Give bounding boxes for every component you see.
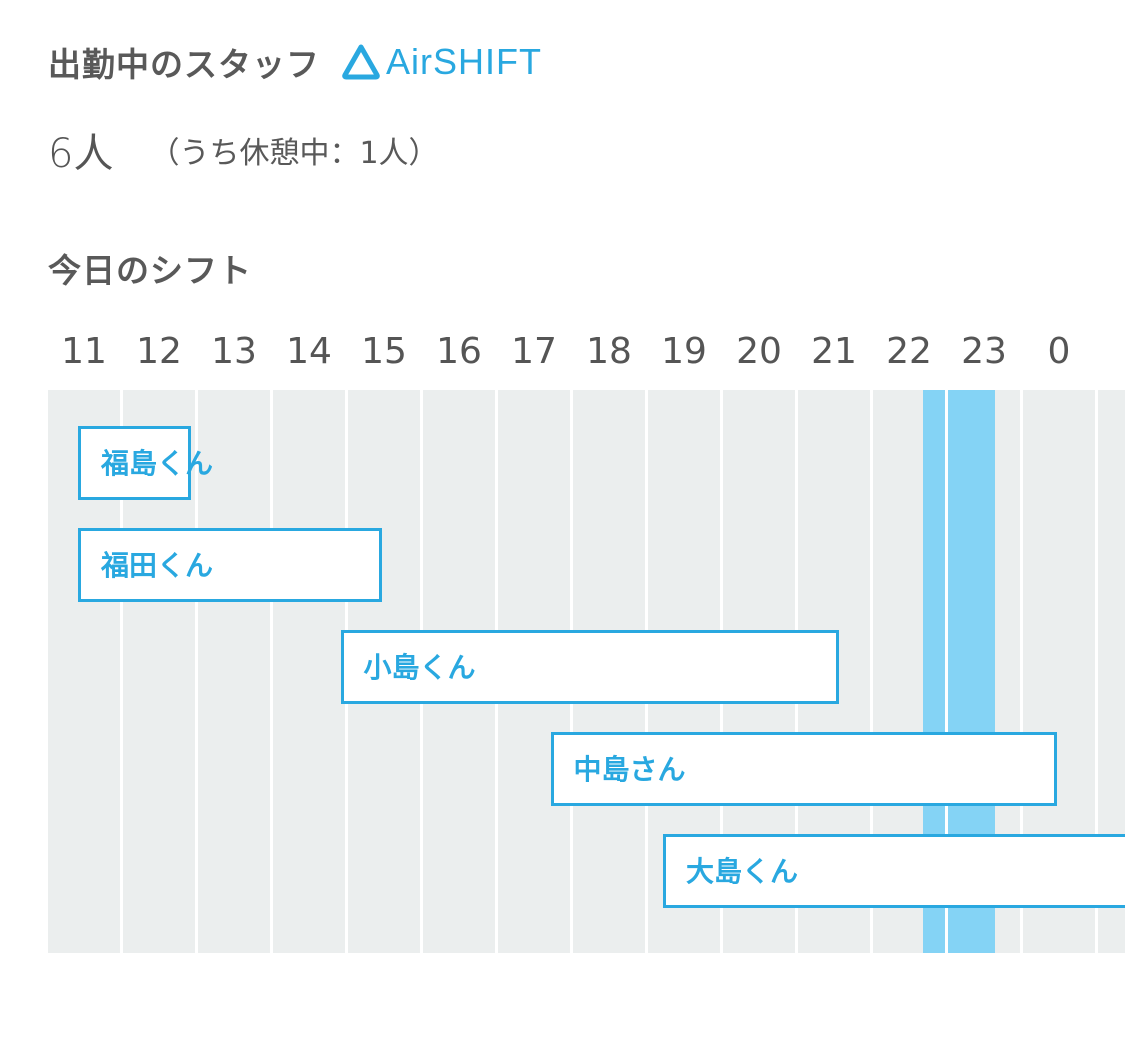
total-staff-count: 6人 — [48, 131, 114, 177]
shift-bar[interactable]: 福島くん — [78, 426, 213, 500]
hour-axis: 11 12 13 14 15 16 17 18 19 20 21 22 23 01 — [48, 328, 1125, 376]
hour-label-22: 22 — [886, 331, 932, 372]
brand-name: AirSHIFT — [386, 41, 542, 82]
hour-label-23: 23 — [961, 331, 1007, 372]
today-shift-title: 今日のシフト — [48, 251, 252, 290]
working-staff-title: 出勤中のスタッフ — [48, 45, 320, 84]
hour-gridline — [195, 390, 198, 953]
brand: AirSHIFT — [342, 41, 542, 83]
staff-count: 6人 （うち休憩中：1人） — [48, 124, 439, 177]
shift-staff-name: 福島くん — [101, 447, 214, 480]
hour-label-14: 14 — [286, 331, 332, 372]
hour-gridline — [1020, 390, 1023, 953]
shift-timeline[interactable]: 福島くん福田くん小島くん中島さん大島くん — [48, 390, 1125, 953]
shift-bar[interactable]: 大島くん — [663, 834, 1125, 908]
hour-label-11: 11 — [61, 331, 107, 372]
on-break-count: （うち休憩中：1人） — [149, 136, 439, 171]
hour-label-19: 19 — [661, 331, 707, 372]
hour-label-21: 21 — [811, 331, 857, 372]
hour-label-20: 20 — [736, 331, 782, 372]
shift-staff-name: 小島くん — [363, 651, 476, 684]
shift-bar[interactable]: 福田くん — [78, 528, 382, 602]
shift-bar[interactable]: 小島くん — [340, 630, 840, 704]
hour-label-17: 17 — [511, 331, 557, 372]
hour-gridline — [120, 390, 123, 953]
hour-gridline — [1095, 390, 1098, 953]
hour-gridline — [870, 390, 873, 953]
hour-label-0: 0 — [1047, 331, 1071, 372]
hour-label-15: 15 — [361, 331, 407, 372]
airshift-logo-icon — [342, 44, 380, 80]
shift-staff-name: 中島さん — [573, 753, 686, 786]
hour-label-16: 16 — [436, 331, 482, 372]
hour-label-18: 18 — [586, 331, 632, 372]
hour-gridline — [945, 390, 948, 953]
hour-label-13: 13 — [211, 331, 257, 372]
shift-bar[interactable]: 中島さん — [550, 732, 1057, 806]
hour-label-12: 12 — [136, 331, 182, 372]
hour-gridline — [270, 390, 273, 953]
shift-staff-name: 福田くん — [101, 549, 214, 582]
hour-label-1: 1 — [1096, 328, 1125, 376]
header: 出勤中のスタッフ AirSHIFT — [48, 36, 542, 88]
shift-staff-name: 大島くん — [686, 855, 799, 888]
